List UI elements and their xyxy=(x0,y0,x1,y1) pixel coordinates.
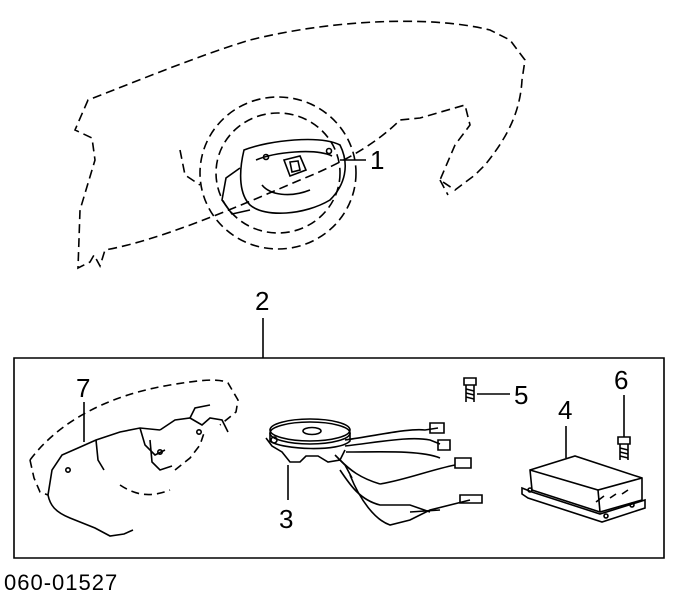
callout-3: 3 xyxy=(279,504,294,534)
callout-1: 1 xyxy=(370,145,385,175)
bolt-5-drawing xyxy=(464,378,476,402)
bolt-6-drawing xyxy=(618,437,630,460)
callout-5: 5 xyxy=(514,380,529,410)
callout-7: 7 xyxy=(76,373,91,403)
spiral-cable-drawing xyxy=(266,419,482,525)
airbag-module-drawing xyxy=(222,140,345,214)
callout-2: 2 xyxy=(255,286,270,316)
wire-harness-drawing xyxy=(30,380,238,536)
steering-wheel-outline xyxy=(200,97,356,249)
dashboard-outline xyxy=(75,21,525,268)
callout-6: 6 xyxy=(614,365,629,395)
center-sensor-drawing xyxy=(522,456,645,522)
callout-4: 4 xyxy=(558,395,573,425)
diagram-code: 060-01527 xyxy=(4,570,119,595)
kit-frame xyxy=(14,358,664,558)
